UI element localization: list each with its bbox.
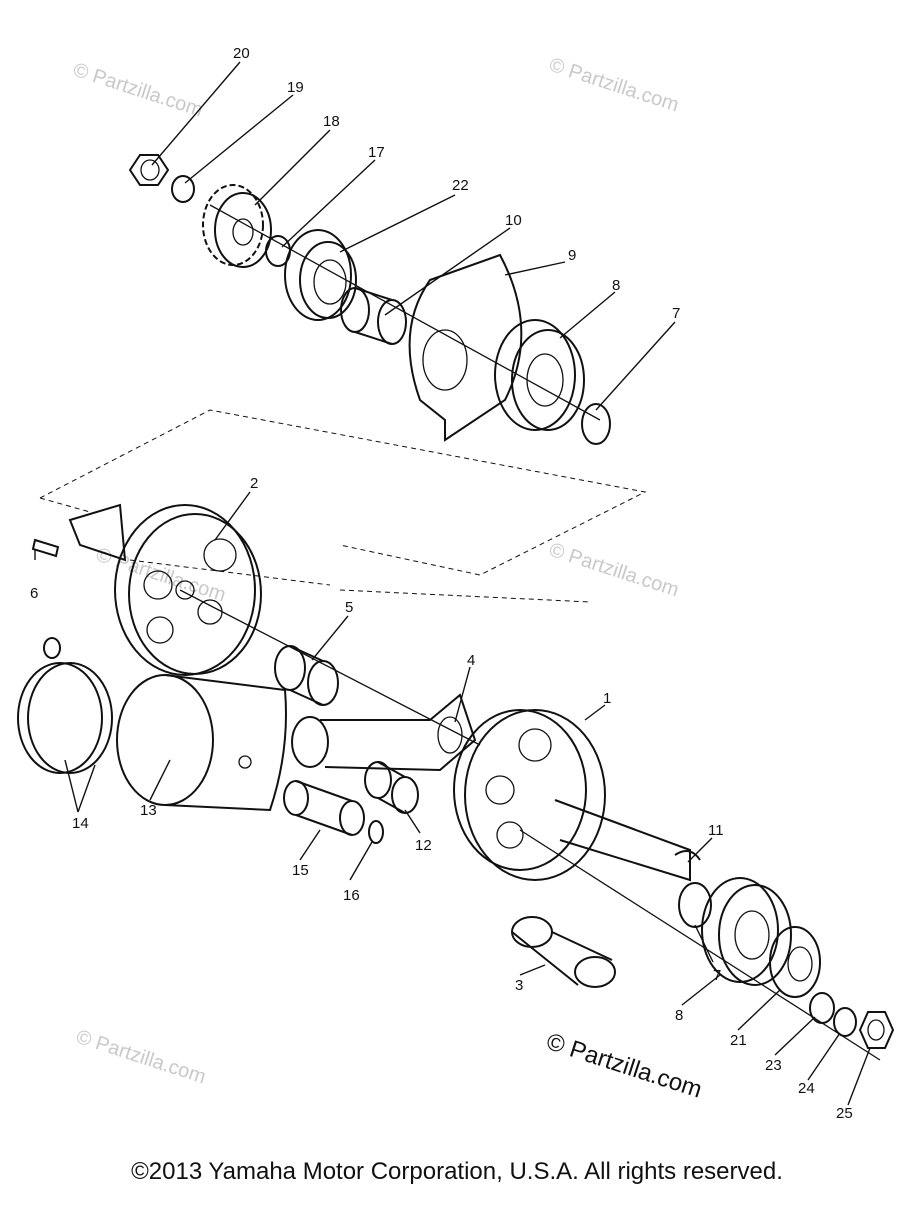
callout-19: 19 (287, 79, 304, 96)
watermark: © Partzilla.com (93, 544, 228, 607)
collar-part-10 (340, 287, 407, 345)
leader-lines (34, 61, 871, 1106)
shaft-axis (519, 829, 881, 1061)
needle-bearing-part-12 (364, 761, 419, 814)
shaft-axis (179, 589, 481, 746)
callout-16: 16 (343, 887, 360, 904)
callout-15: 15 (292, 862, 309, 879)
oil-seal-part-22 (284, 229, 357, 321)
callout-12: 12 (415, 837, 432, 854)
callout-14: 14 (72, 815, 89, 832)
watermark: © Partzilla.com (546, 54, 681, 117)
callout-7-lower: 7 (713, 967, 721, 984)
callout-21: 21 (730, 1032, 747, 1049)
callout-22: 22 (452, 177, 469, 194)
crank-pin-part-3 (511, 916, 616, 988)
callout-8-lower: 8 (675, 1007, 683, 1024)
callout-24: 24 (798, 1080, 815, 1097)
callout-3: 3 (515, 977, 523, 994)
callout-1: 1 (603, 690, 611, 707)
callout-25: 25 (836, 1105, 853, 1122)
piston-rings-part-14 (17, 637, 113, 774)
pin-part-6 (31, 538, 60, 558)
nut-part-20 (128, 154, 170, 186)
callout-11: 11 (708, 822, 724, 839)
crank-web-part-1 (453, 709, 691, 882)
callout-7: 7 (672, 305, 680, 322)
gear-part-18 (202, 184, 272, 268)
callout-18: 18 (323, 113, 340, 130)
watermark: © Partzilla.com (73, 1026, 208, 1089)
callout-5: 5 (345, 599, 353, 616)
callout-8: 8 (612, 277, 620, 294)
watermark: © Partzilla.com (70, 59, 205, 122)
piston-pin-part-15 (283, 780, 365, 836)
callout-4: 4 (467, 652, 475, 669)
needle-bearing-part-5 (274, 645, 339, 706)
assembly-outline (39, 409, 647, 576)
callout-13: 13 (140, 802, 157, 819)
bearing-part-8 (494, 319, 585, 431)
crank-web-part-2 (68, 503, 262, 676)
assembly-outline (129, 559, 591, 603)
nut-part-25 (858, 1011, 895, 1049)
shim-part-7 (581, 403, 611, 445)
piston-part-13 (116, 674, 287, 812)
callouts: 20 19 18 17 22 10 9 8 7 2 6 5 4 1 11 12 … (30, 45, 853, 1122)
copyright-notice: ©2013 Yamaha Motor Corporation, U.S.A. A… (131, 1158, 783, 1185)
washer-part-24 (833, 1007, 857, 1037)
circlip-part-16 (368, 820, 384, 844)
washer-part-23 (809, 992, 835, 1024)
key-part-11 (674, 850, 701, 861)
bearing-part-8-lower (701, 877, 792, 986)
callout-17: 17 (368, 144, 385, 161)
callout-9: 9 (568, 247, 576, 264)
seal-part-21 (769, 926, 821, 998)
callout-20: 20 (233, 45, 250, 62)
callout-6: 6 (30, 585, 38, 602)
watermark: © Partzilla.com (546, 539, 681, 602)
plate-part-9 (408, 253, 523, 442)
shim-part-7-lower (678, 882, 712, 928)
connecting-rod-part-4 (291, 693, 477, 772)
callout-23: 23 (765, 1057, 782, 1074)
washer-part-19 (171, 175, 195, 203)
callout-10: 10 (505, 212, 522, 229)
callout-2: 2 (250, 475, 258, 492)
partzilla-watermark: © Partzilla.com (543, 1028, 705, 1104)
